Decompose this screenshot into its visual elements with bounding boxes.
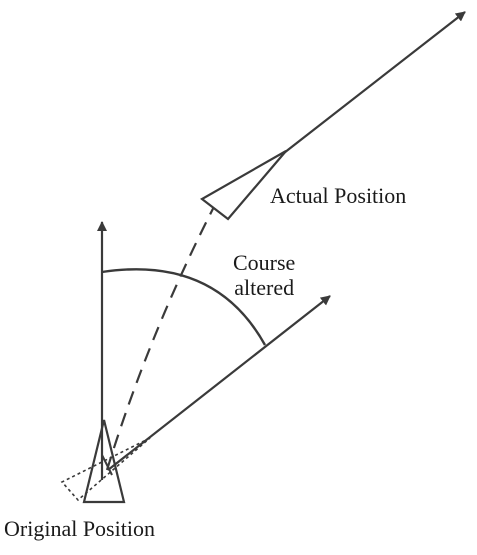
altered-course-arrow <box>107 295 331 471</box>
rotated-aircraft-ghost-icon <box>60 437 151 502</box>
origin-tick <box>101 454 113 476</box>
course-label-line1: Course <box>233 250 296 275</box>
original-aircraft-icon <box>82 419 126 504</box>
course-label-line2: altered <box>234 275 295 301</box>
course-angle-arc <box>101 268 267 346</box>
original-position-label: Original Position <box>4 516 155 541</box>
flight-path-dashed <box>105 194 221 471</box>
course-altered-label: Course altered <box>233 250 295 301</box>
actual-position-label: Actual Position <box>270 183 407 208</box>
actual-aircraft-icon <box>200 150 287 221</box>
